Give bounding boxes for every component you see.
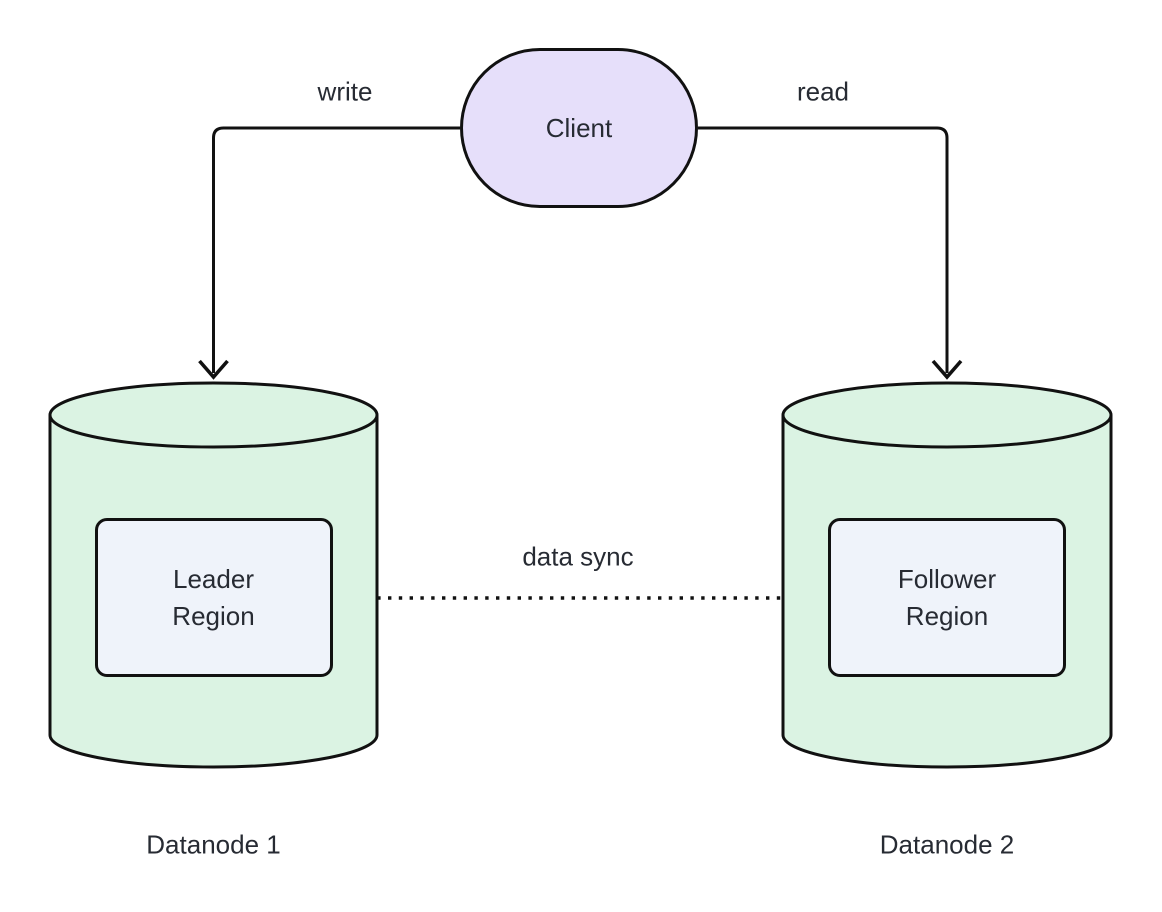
edge-data-sync	[334, 583, 825, 613]
arrowhead-down-icon	[198, 359, 229, 380]
cylinder-lid-arc	[781, 414, 1113, 449]
datanode2-title: Datanode 2	[879, 829, 1015, 860]
follower-region-label: Follower Region	[897, 563, 997, 631]
datanode1-title: Datanode 1	[146, 829, 281, 860]
data-sync-edge-label: data sync	[518, 541, 638, 573]
write-edge-label: write	[313, 76, 377, 108]
cylinder-lid-arc	[48, 414, 379, 449]
read-edge-label: read	[792, 76, 854, 108]
write-edge-line	[212, 126, 460, 373]
client-node: Client	[460, 48, 698, 208]
client-label: Client	[545, 112, 613, 143]
arrowhead-down-icon	[931, 359, 963, 380]
edge-read	[698, 126, 963, 380]
leader-region-box: Leader Region	[94, 518, 333, 677]
leader-region-label: Leader Region	[172, 563, 255, 631]
follower-region-box: Follower Region	[828, 518, 1066, 677]
read-edge-line	[698, 126, 949, 373]
edge-write	[198, 126, 460, 380]
